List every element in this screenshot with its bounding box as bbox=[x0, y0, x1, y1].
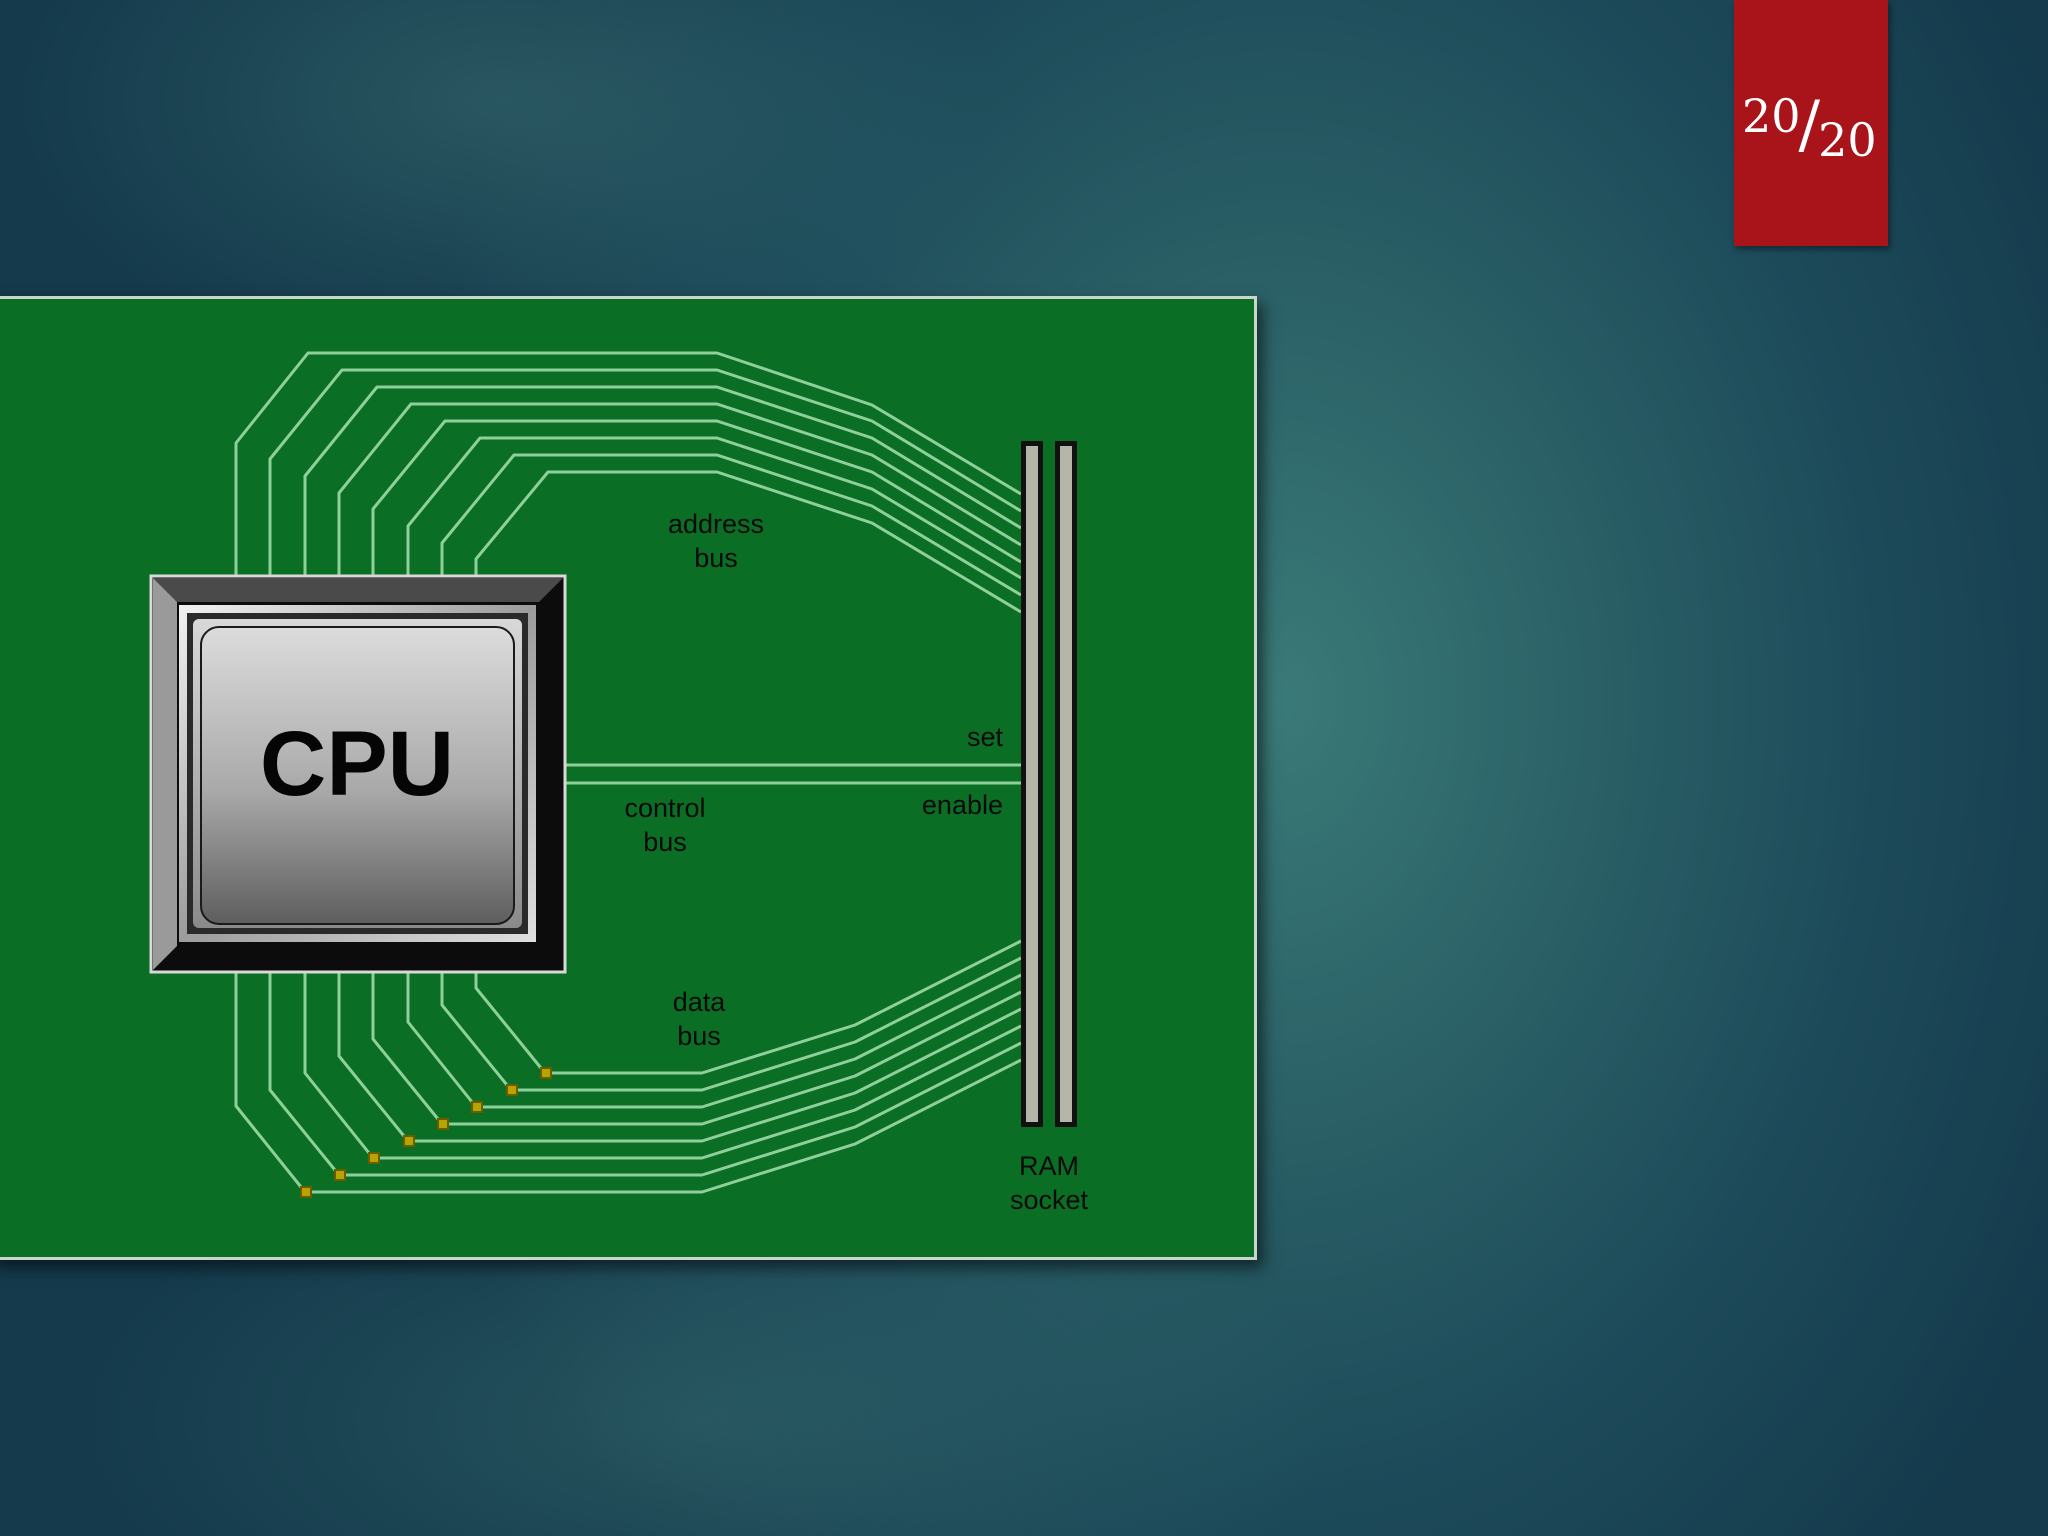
address-bus-label-line1: address bbox=[668, 509, 764, 539]
ram-socket-label-line1: RAM bbox=[1019, 1151, 1079, 1181]
set-signal-label: set bbox=[967, 722, 1004, 752]
enable-signal-label: enable bbox=[922, 790, 1003, 820]
control-bus-label-line1: control bbox=[624, 793, 705, 823]
address-bus-traces bbox=[234, 351, 1022, 614]
control-bus-traces bbox=[562, 763, 1021, 785]
data-bus-pads bbox=[300, 1067, 552, 1198]
ram-socket bbox=[1021, 441, 1077, 1127]
ram-socket-label-line2: socket bbox=[1010, 1185, 1089, 1215]
slide-current: 20 bbox=[1742, 89, 1801, 143]
data-bus-traces bbox=[234, 939, 1022, 1194]
slide-separator: / bbox=[1798, 88, 1821, 162]
cpu-chip: CPU bbox=[149, 574, 567, 974]
cpu-label: CPU bbox=[260, 713, 454, 815]
slide-number-badge: 20/20 bbox=[1734, 0, 1888, 246]
slide-number: 20/20 bbox=[1742, 88, 1892, 167]
data-bus-label-line2: bus bbox=[677, 1021, 721, 1051]
control-bus-label-line2: bus bbox=[643, 827, 687, 857]
slide-total: 20 bbox=[1818, 113, 1877, 167]
motherboard bbox=[0, 296, 1257, 1260]
data-bus-label-line1: data bbox=[673, 987, 727, 1017]
address-bus-label-line2: bus bbox=[694, 543, 738, 573]
